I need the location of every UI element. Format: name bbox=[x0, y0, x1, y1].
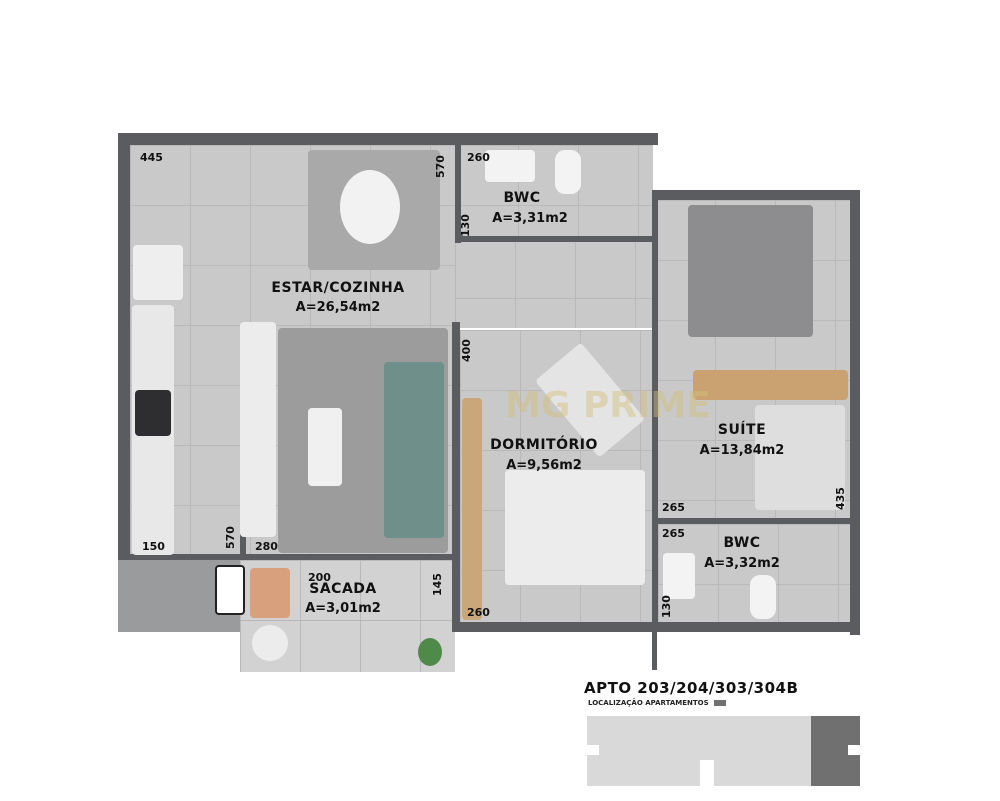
dim-150: 150 bbox=[142, 540, 165, 553]
dim-200: 200 bbox=[308, 571, 331, 584]
dim-570-top: 570 bbox=[434, 155, 447, 178]
dim-280: 280 bbox=[255, 540, 278, 553]
sofa bbox=[384, 362, 444, 538]
wall bbox=[655, 518, 855, 524]
wall bbox=[652, 190, 860, 200]
wall bbox=[118, 133, 658, 145]
bwc-bottom-toilet bbox=[750, 575, 776, 619]
wall bbox=[458, 236, 658, 242]
dim-130-bottom: 130 bbox=[660, 595, 673, 618]
wall bbox=[452, 622, 857, 632]
room-name-sacada: SACADA bbox=[309, 581, 377, 597]
location-label: LOCALIZAÇÃO APARTAMENTOS bbox=[588, 699, 726, 707]
hall-floor bbox=[455, 238, 655, 328]
room-area-bwc-top: A=3,31m2 bbox=[492, 211, 568, 226]
watermark-logo: MG PRIME bbox=[505, 385, 711, 426]
dim-445: 445 bbox=[140, 151, 163, 164]
wall bbox=[850, 190, 860, 635]
location-label-text: LOCALIZAÇÃO APARTAMENTOS bbox=[588, 699, 709, 707]
dim-260-bottom: 260 bbox=[467, 606, 490, 619]
desk bbox=[462, 398, 482, 620]
bed-suite bbox=[688, 205, 813, 337]
dim-130-top: 130 bbox=[459, 214, 472, 237]
room-name-estar: ESTAR/COZINHA bbox=[271, 280, 405, 296]
room-area-suite: A=13,84m2 bbox=[699, 443, 785, 458]
bwc-top-sink bbox=[485, 150, 535, 182]
dim-145: 145 bbox=[431, 573, 444, 596]
building-plan-gap bbox=[700, 760, 714, 788]
plant-icon bbox=[418, 638, 442, 666]
wall bbox=[130, 554, 455, 560]
room-area-dormitorio: A=9,56m2 bbox=[506, 458, 582, 473]
coffee-table bbox=[308, 408, 342, 486]
dim-400: 400 bbox=[460, 339, 473, 362]
bed-dormitorio bbox=[505, 470, 645, 585]
room-area-bwc-bottom: A=3,32m2 bbox=[704, 556, 780, 571]
dim-260-top: 260 bbox=[467, 151, 490, 164]
wall bbox=[118, 133, 130, 560]
room-name-bwc-bottom: BWC bbox=[723, 535, 761, 551]
dim-265-a: 265 bbox=[662, 501, 685, 514]
washbasin bbox=[252, 625, 288, 661]
wall bbox=[652, 630, 657, 670]
bwc-bottom-sink bbox=[663, 553, 695, 599]
dim-265-b: 265 bbox=[662, 527, 685, 540]
wall bbox=[452, 322, 460, 632]
room-area-sacada: A=3,01m2 bbox=[305, 601, 381, 616]
room-name-suite: SUÍTE bbox=[717, 422, 767, 438]
kitchen-island bbox=[240, 322, 276, 537]
suite-shelf bbox=[693, 370, 848, 400]
wall bbox=[652, 190, 658, 630]
suite-closet bbox=[755, 405, 845, 510]
fridge bbox=[133, 245, 183, 300]
room-name-dormitorio: DORMITÓRIO bbox=[490, 437, 598, 453]
dim-570-bottom: 570 bbox=[224, 526, 237, 549]
dining-table bbox=[340, 170, 400, 244]
cooktop bbox=[135, 390, 171, 436]
shaft bbox=[215, 565, 245, 615]
building-plan-other bbox=[587, 716, 811, 786]
building-plan-gap bbox=[848, 745, 860, 755]
building-plan-gap bbox=[587, 745, 599, 755]
room-name-bwc-top: BWC bbox=[503, 190, 541, 206]
barbecue-grill bbox=[250, 568, 290, 618]
room-area-estar: A=26,54m2 bbox=[295, 300, 381, 315]
dim-435: 435 bbox=[834, 487, 847, 510]
wall bbox=[455, 133, 461, 243]
bwc-top-toilet bbox=[555, 150, 581, 194]
highlight-swatch bbox=[713, 700, 726, 706]
apartment-title: APTO 203/204/303/304B bbox=[584, 679, 799, 697]
